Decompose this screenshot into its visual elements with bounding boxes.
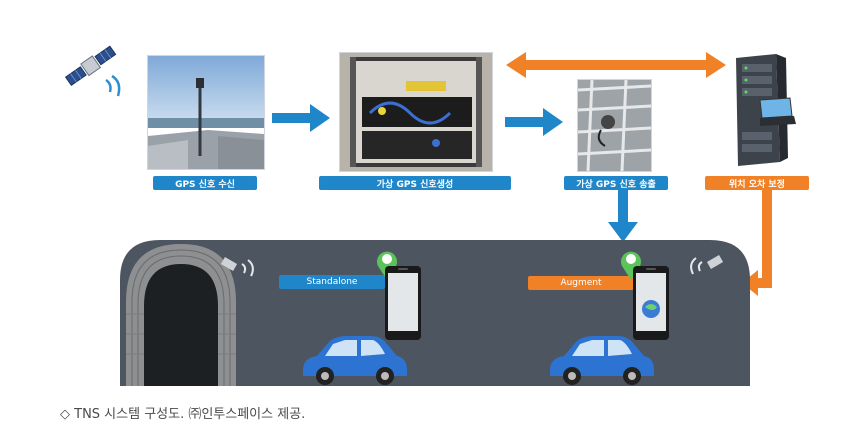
gps-receive-label: GPS 신호 수신 — [153, 176, 257, 190]
server-rack-icon — [736, 54, 796, 166]
signal-generator-photo — [339, 52, 493, 172]
arrow-down-blue — [608, 188, 638, 242]
smartphone-icon — [633, 266, 669, 340]
satellite-icon — [64, 45, 121, 97]
car-icon — [303, 336, 407, 385]
virtual-gps-emit-label: 가상 GPS 신호 송출 — [564, 176, 668, 190]
ceiling-emitter-photo — [577, 79, 652, 172]
tunnel-icon — [126, 244, 236, 386]
figure-caption: ◇ TNS 시스템 구성도. ㈜인투스페이스 제공. — [60, 407, 306, 422]
signal-emitter-icon — [690, 255, 724, 275]
gps-antenna-photo — [147, 55, 265, 170]
standalone-label: Standalone — [279, 275, 385, 289]
location-pin-icon — [377, 251, 397, 280]
arrow-right-1 — [272, 104, 330, 132]
arrow-right-2 — [505, 108, 563, 136]
location-pin-icon — [621, 251, 641, 280]
augment-label: Augment — [528, 276, 634, 290]
position-correction-label: 위치 오차 보정 — [705, 176, 809, 190]
smartphone-icon — [385, 266, 421, 340]
arrow-correction-orange — [742, 188, 772, 296]
virtual-gps-generate-label: 가상 GPS 신호생성 — [319, 176, 511, 190]
signal-emitter-icon — [220, 257, 254, 277]
bidirectional-arrow — [506, 52, 726, 78]
car-icon — [550, 336, 654, 385]
